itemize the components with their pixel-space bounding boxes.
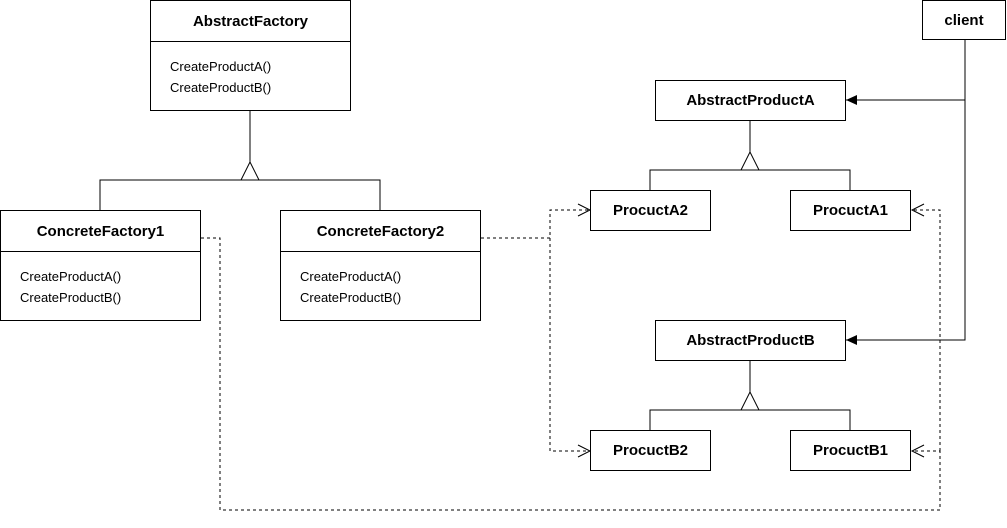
factory2-dependencies: [481, 203, 592, 458]
product-a1-class[interactable]: ProcuctA1: [790, 190, 911, 231]
class-name: ProcuctA2: [612, 202, 689, 219]
factory1-dependencies: [201, 203, 941, 511]
class-name: ConcreteFactory1: [36, 222, 165, 240]
class-name: ProcuctA1: [812, 202, 889, 219]
method-create-product-b: CreateProductB(): [300, 290, 402, 305]
product-a2-class[interactable]: ProcuctA2: [590, 190, 711, 231]
method-list: CreateProductA() CreateProductB(): [281, 251, 480, 320]
concrete-factory-2-class[interactable]: ConcreteFactory2 CreateProductA() Create…: [280, 210, 481, 321]
class-name: ProcuctB2: [612, 442, 689, 459]
method-list: CreateProductA() CreateProductB(): [1, 251, 200, 320]
client-associations: [846, 40, 966, 345]
class-name: AbstractProductB: [686, 332, 815, 349]
inheritance-products-b: [649, 360, 851, 430]
abstract-product-a-class[interactable]: AbstractProductA: [655, 80, 846, 121]
method-list: CreateProductA() CreateProductB(): [151, 41, 350, 110]
method-create-product-b: CreateProductB(): [170, 80, 272, 95]
method-create-product-b: CreateProductB(): [20, 290, 122, 305]
class-name: AbstractFactory: [192, 12, 309, 30]
product-b2-class[interactable]: ProcuctB2: [590, 430, 711, 471]
class-name: client: [944, 11, 984, 29]
inheritance-products-a: [649, 120, 851, 190]
class-name: ProcuctB1: [812, 442, 889, 459]
class-name: ConcreteFactory2: [316, 222, 445, 240]
method-create-product-a: CreateProductA(): [20, 269, 122, 284]
abstract-factory-class[interactable]: AbstractFactory CreateProductA() CreateP…: [150, 0, 351, 111]
method-create-product-a: CreateProductA(): [170, 59, 272, 74]
method-create-product-a: CreateProductA(): [300, 269, 402, 284]
concrete-factory-1-class[interactable]: ConcreteFactory1 CreateProductA() Create…: [0, 210, 201, 321]
class-name: AbstractProductA: [686, 92, 815, 109]
product-b1-class[interactable]: ProcuctB1: [790, 430, 911, 471]
abstract-product-b-class[interactable]: AbstractProductB: [655, 320, 846, 361]
client-class[interactable]: client: [922, 0, 1006, 40]
inheritance-factories: [99, 110, 381, 210]
